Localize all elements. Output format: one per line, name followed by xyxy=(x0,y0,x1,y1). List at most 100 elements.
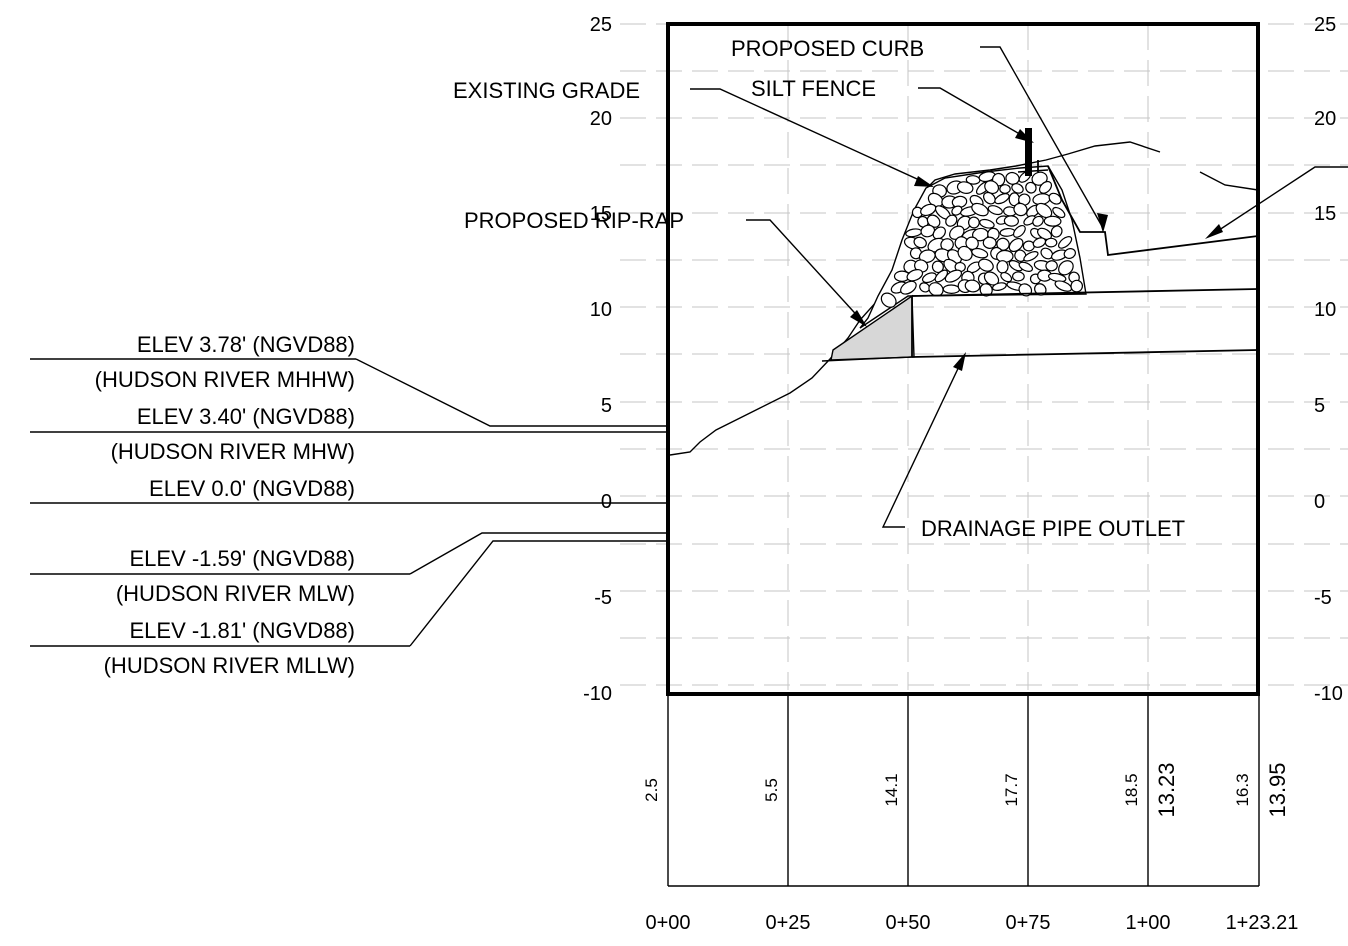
proposed-curb-label: PROPOSED CURB xyxy=(731,36,924,61)
rip-rap-stone xyxy=(1032,215,1044,227)
datum-mhhw-label: (HUDSON RIVER MHHW) xyxy=(95,367,355,392)
rip-rap-stone xyxy=(1003,215,1019,227)
rip-rap-stone xyxy=(1012,224,1026,238)
existing-elev-value: 14.1 xyxy=(882,773,901,806)
existing-grade-label: EXISTING GRADE xyxy=(453,78,640,103)
rip-rap-stone xyxy=(934,269,948,283)
station-label: 0+75 xyxy=(1005,912,1050,934)
rip-rap-stone xyxy=(1050,225,1063,238)
rip-rap-stone xyxy=(1018,193,1031,206)
station-label: 1+23.21 xyxy=(1226,912,1299,934)
datum-mllw-label: (HUDSON RIVER MLLW) xyxy=(104,653,355,678)
rip-rap-stone xyxy=(944,269,963,283)
proposed-grade-line xyxy=(1047,165,1259,257)
rip-rap-stone xyxy=(1000,271,1013,283)
station-label: 1+00 xyxy=(1125,912,1170,934)
rip-rap-stone xyxy=(956,181,974,194)
rip-rap-stone xyxy=(1045,260,1058,272)
existing-elev-value: 5.5 xyxy=(762,778,781,802)
rip-rap-stone xyxy=(913,236,927,249)
y-tick-left: 20 xyxy=(590,108,612,130)
station-label: 0+00 xyxy=(645,912,690,934)
station-table xyxy=(667,694,1260,887)
datum-mlw-label: (HUDSON RIVER MLW) xyxy=(116,581,355,606)
rip-rap-stone xyxy=(991,282,1007,291)
rip-rap-stone xyxy=(906,269,924,282)
elev-mllw-label: ELEV -1.81' (NGVD88) xyxy=(129,618,355,643)
rip-rap-stone xyxy=(994,193,1010,205)
elev-zero-label: ELEV 0.0' (NGVD88) xyxy=(149,476,355,501)
rip-rap-stone xyxy=(920,203,937,217)
y-tick-left: 10 xyxy=(590,299,612,321)
station-label: 0+25 xyxy=(765,912,810,934)
rip-rap-stone xyxy=(928,282,944,297)
y-axis-left: 25 20 15 10 5 0 -5 -10 xyxy=(583,14,612,705)
rip-rap-stone xyxy=(880,292,897,308)
rip-rap-stone xyxy=(945,214,958,227)
rip-rap-stone xyxy=(996,260,1009,274)
existing-grade-line-right xyxy=(1199,171,1259,191)
y-tick-right: -5 xyxy=(1314,587,1332,609)
rip-rap-stone xyxy=(920,224,936,238)
rip-rap-stone xyxy=(1018,261,1034,272)
rip-rap-stone xyxy=(1023,251,1039,262)
rip-rap-stone xyxy=(1052,206,1066,219)
y-tick-right: 20 xyxy=(1314,108,1336,130)
rip-rap-stone xyxy=(942,284,961,295)
existing-grade-line xyxy=(669,141,1161,456)
y-tick-left: 0 xyxy=(601,491,612,513)
proposed-elev-value: 13.95 xyxy=(1265,762,1290,817)
water-level-labels: ELEV 3.78' (NGVD88) (HUDSON RIVER MHHW) … xyxy=(95,332,355,678)
rip-rap-stones xyxy=(880,170,1084,308)
rip-rap-stone xyxy=(1025,181,1037,194)
y-tick-left: -5 xyxy=(594,587,612,609)
y-tick-left: 25 xyxy=(590,14,612,36)
existing-elev-value: 17.7 xyxy=(1002,773,1021,806)
section-frame xyxy=(666,22,1260,696)
rip-rap-stone xyxy=(971,247,989,259)
rip-rap-stone xyxy=(1063,248,1076,259)
rip-rap-stone xyxy=(971,202,989,217)
rip-rap-stone xyxy=(1011,183,1024,194)
proposed-rip-rap-label: PROPOSED RIP-RAP xyxy=(464,208,684,233)
silt-fence xyxy=(1017,128,1049,176)
existing-elevations: 2.5 5.5 14.1 17.7 18.5 16.3 xyxy=(642,773,1252,806)
rip-rap-stone xyxy=(982,236,997,250)
existing-elev-value: 18.5 xyxy=(1122,773,1141,806)
rip-rap-stone xyxy=(1070,279,1084,293)
y-tick-right: -10 xyxy=(1314,683,1343,705)
drainage-pipe xyxy=(821,288,1259,362)
water-level-lines xyxy=(30,358,668,647)
rip-rap-stone xyxy=(1038,180,1053,194)
drainage-pipe-outlet-label: DRAINAGE PIPE OUTLET xyxy=(921,516,1185,541)
rip-rap-stone xyxy=(1043,215,1062,227)
station-label: 0+50 xyxy=(885,912,930,934)
rip-rap-stone xyxy=(1012,271,1025,282)
callout-leaders xyxy=(690,46,1348,528)
rip-rap-stone xyxy=(977,258,994,272)
silt-fence-label: SILT FENCE xyxy=(751,76,876,101)
proposed-elevations: 13.23 13.95 xyxy=(1154,762,1290,817)
y-tick-right: 25 xyxy=(1314,14,1336,36)
x-axis-stations: 0+00 0+25 0+50 0+75 1+00 1+23.21 xyxy=(645,912,1298,934)
rip-rap-stone xyxy=(1008,237,1024,253)
rip-rap-stone xyxy=(951,205,963,216)
rip-rap-stone xyxy=(987,205,1003,216)
rip-rap-stone xyxy=(1058,260,1074,276)
callout-labels: PROPOSED CURB SILT FENCE EXISTING GRADE … xyxy=(453,36,1185,541)
rip-rap-stone xyxy=(1048,192,1062,205)
rip-rap-stone xyxy=(1014,249,1027,262)
rip-rap-stone xyxy=(967,216,980,229)
existing-elev-value: 2.5 xyxy=(642,778,661,802)
elev-mlw-label: ELEV -1.59' (NGVD88) xyxy=(129,546,355,571)
y-tick-right: 10 xyxy=(1314,299,1336,321)
y-tick-right: 5 xyxy=(1314,395,1325,417)
rip-rap-stone xyxy=(964,279,981,293)
rip-rap-stone xyxy=(1022,240,1035,252)
y-tick-right: 0 xyxy=(1314,491,1325,513)
rip-rap-stone xyxy=(1032,237,1047,248)
proposed-elev-value: 13.23 xyxy=(1154,762,1179,817)
datum-mhw-label: (HUDSON RIVER MHW) xyxy=(111,439,355,464)
y-tick-left: 15 xyxy=(590,203,612,225)
